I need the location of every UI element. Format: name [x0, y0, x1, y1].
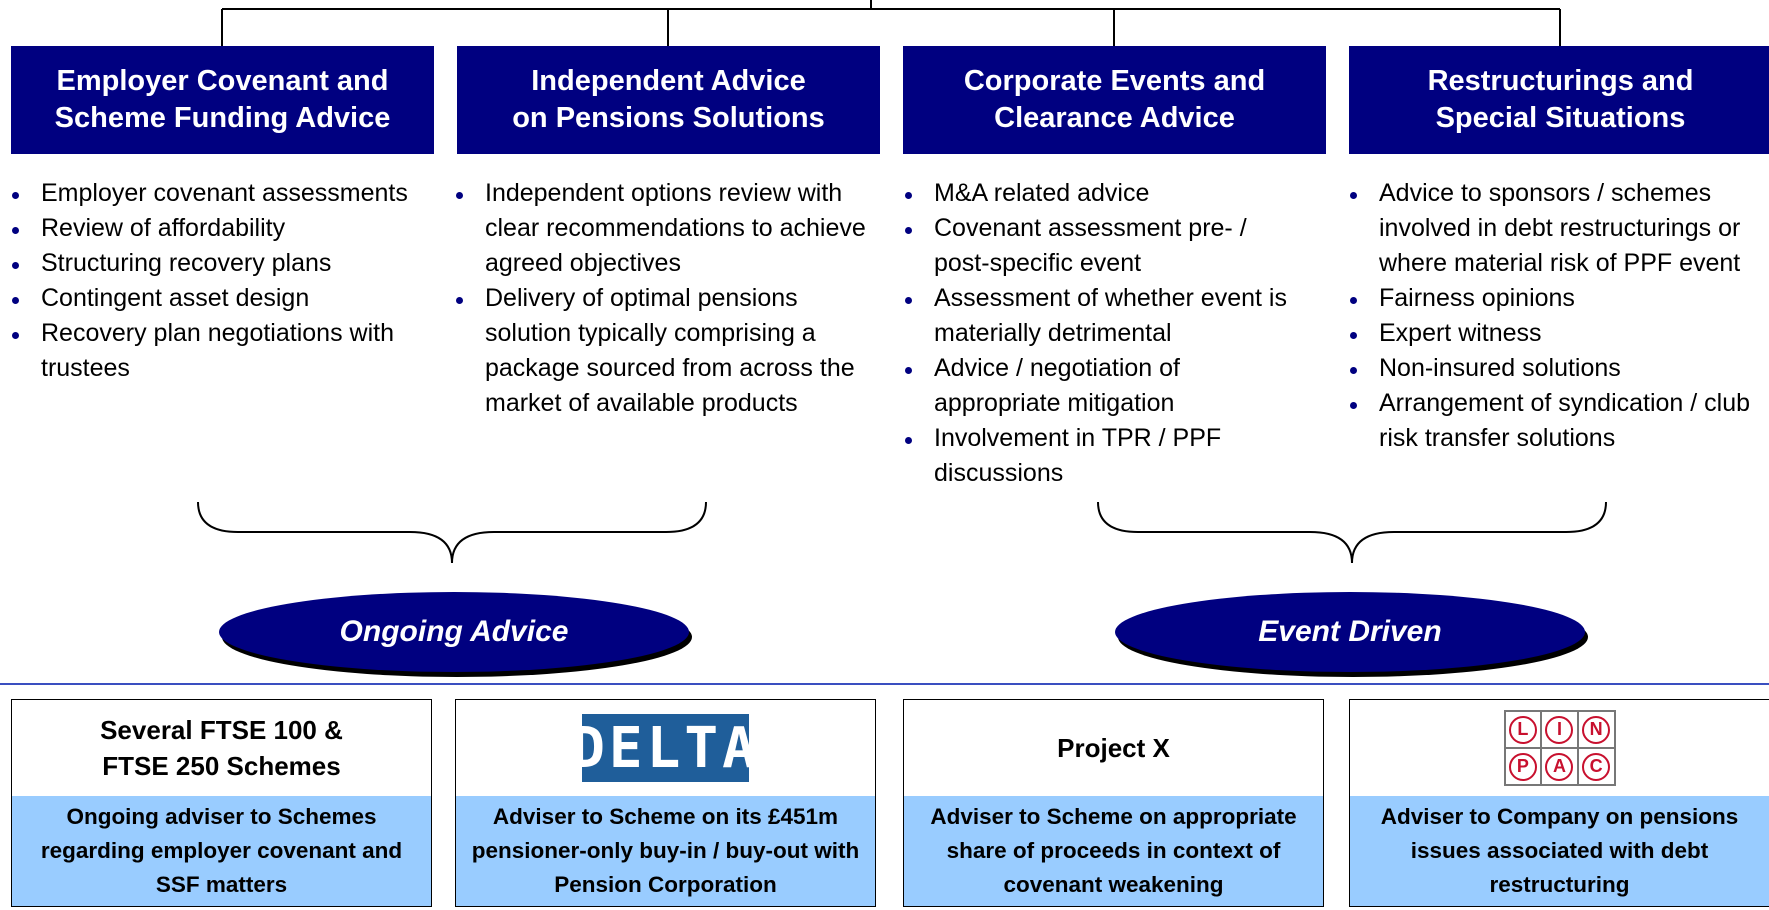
section-divider — [0, 683, 1769, 685]
card-description-text: Ongoing adviser to Schemes regarding emp… — [40, 804, 403, 897]
bullet-item: Delivery of optimal pensions solution ty… — [455, 281, 885, 421]
card-description-text: Adviser to Scheme on appropriate share o… — [930, 804, 1297, 897]
group-label: Ongoing Advice — [339, 615, 569, 648]
group-oval-event-driven: Event Driven — [1115, 592, 1585, 672]
category-header-independent-advice: Independent Advice on Pensions Solutions — [457, 46, 880, 154]
credential-card-project-x: Project X Adviser to Scheme on appropria… — [903, 699, 1324, 907]
category-title: Restructurings and Special Situations — [1427, 65, 1694, 134]
card-description-text: Adviser to Scheme on its £451m pensioner… — [471, 804, 860, 897]
group-oval-ongoing-advice: Ongoing Advice — [219, 592, 689, 672]
card-header: Several FTSE 100 & FTSE 250 Schemes — [12, 700, 431, 796]
logo-letter: A — [1545, 752, 1574, 781]
bullet-list-corporate-events: M&A related advice Covenant assessment p… — [904, 176, 1304, 491]
category-title: Employer Covenant and Scheme Funding Adv… — [54, 65, 391, 134]
bullet-item: Contingent asset design — [11, 281, 411, 316]
bullet-item: Advice / negotiation of appropriate miti… — [904, 351, 1304, 421]
brace-right — [1097, 501, 1607, 564]
bullet-item: Covenant assessment pre- / post-specific… — [904, 211, 1304, 281]
bullet-item: Structuring recovery plans — [11, 246, 411, 281]
card-description-text: Adviser to Company on pensions issues as… — [1380, 804, 1739, 897]
credential-card-delta: DELTA Adviser to Scheme on its £451m pen… — [455, 699, 876, 907]
logo-letter: N — [1582, 715, 1611, 744]
card-header: Project X — [904, 700, 1323, 796]
credential-card-linpac: L I N P A C Adviser to Company on pensio… — [1349, 699, 1769, 907]
bullet-item: Assessment of whether event is materiall… — [904, 281, 1304, 351]
card-header: L I N P A C — [1350, 700, 1769, 796]
bullet-item: Arrangement of syndication / club risk t… — [1349, 386, 1759, 456]
card-header: DELTA — [456, 700, 875, 796]
bullet-item: Fairness opinions — [1349, 281, 1759, 316]
bullet-item: Independent options review with clear re… — [455, 176, 885, 281]
bullet-item: Advice to sponsors / schemes involved in… — [1349, 176, 1759, 281]
bullet-list-restructurings: Advice to sponsors / schemes involved in… — [1349, 176, 1759, 456]
category-header-covenant: Employer Covenant and Scheme Funding Adv… — [11, 46, 434, 154]
delta-logo-text: DELTA — [571, 715, 760, 781]
credential-card-ftse: Several FTSE 100 & FTSE 250 Schemes Ongo… — [11, 699, 432, 907]
linpac-logo: L I N P A C — [1503, 710, 1616, 786]
delta-logo: DELTA — [571, 714, 756, 782]
bullet-item: Employer covenant assessments — [11, 176, 411, 211]
bullet-item: Review of affordability — [11, 211, 411, 246]
bullet-item: Non-insured solutions — [1349, 351, 1759, 386]
logo-letter: L — [1508, 715, 1537, 744]
logo-letter: I — [1545, 715, 1574, 744]
bullet-list-independent-advice: Independent options review with clear re… — [455, 176, 885, 421]
bullet-item: Involvement in TPR / PPF discussions — [904, 421, 1304, 491]
brace-left — [197, 501, 707, 564]
card-description: Adviser to Scheme on appropriate share o… — [904, 796, 1323, 906]
category-header-restructurings: Restructurings and Special Situations — [1349, 46, 1769, 154]
bullet-item: M&A related advice — [904, 176, 1304, 211]
bullet-list-covenant: Employer covenant assessments Review of … — [11, 176, 411, 386]
category-title: Independent Advice on Pensions Solutions — [512, 65, 825, 134]
bullet-item: Expert witness — [1349, 316, 1759, 351]
card-description: Adviser to Company on pensions issues as… — [1350, 796, 1769, 906]
card-description: Ongoing adviser to Schemes regarding emp… — [12, 796, 431, 906]
card-title: Several FTSE 100 & FTSE 250 Schemes — [100, 715, 343, 781]
card-description: Adviser to Scheme on its £451m pensioner… — [456, 796, 875, 906]
bullet-item: Recovery plan negotiations with trustees — [11, 316, 411, 386]
logo-letter: P — [1508, 752, 1537, 781]
logo-letter: C — [1582, 752, 1611, 781]
card-title: Project X — [1057, 733, 1170, 763]
group-label: Event Driven — [1258, 615, 1442, 648]
category-title: Corporate Events and Clearance Advice — [963, 65, 1266, 134]
category-header-corporate-events: Corporate Events and Clearance Advice — [903, 46, 1326, 154]
